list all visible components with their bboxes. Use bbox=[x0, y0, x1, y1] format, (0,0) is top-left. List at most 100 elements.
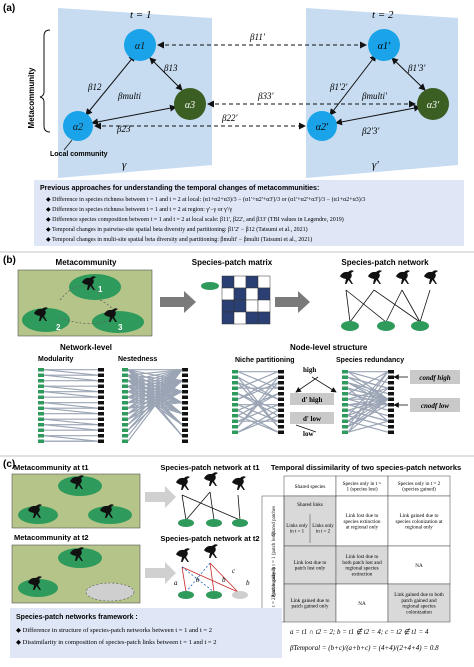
edge-23 bbox=[91, 104, 177, 126]
node-alpha1p bbox=[368, 29, 400, 61]
alpha2p-label: α2' bbox=[316, 122, 329, 133]
edge-letter-2: b bbox=[196, 576, 200, 584]
t2-bird-1 bbox=[176, 548, 190, 562]
niche-arrow-3 bbox=[295, 424, 317, 433]
net-bird-1 bbox=[340, 270, 354, 284]
table-cell-text: in t = 1 bbox=[290, 530, 305, 535]
niche-partitioning-label: Niche partitioning bbox=[235, 357, 295, 364]
bipartite-link bbox=[43, 402, 99, 409]
bipartite-left-node bbox=[122, 384, 128, 388]
bipartite-right-node bbox=[98, 428, 104, 432]
b-arrow-1 bbox=[160, 291, 196, 313]
niche-arrow-2 bbox=[311, 376, 337, 393]
b-patch-1 bbox=[69, 274, 121, 300]
alpha3p-label: α3' bbox=[427, 100, 440, 111]
matrix-cell bbox=[245, 299, 259, 313]
bipartite-right-node bbox=[388, 386, 394, 390]
approach-bullet-4: ◆ Temporal changes in pairwise-site spat… bbox=[46, 226, 308, 233]
table-cell bbox=[387, 495, 451, 547]
table-cell-text: (species gained) bbox=[402, 486, 436, 493]
modularity-label: Modularity bbox=[38, 356, 73, 363]
betamulti-label: βmulti bbox=[117, 91, 141, 101]
framework-bullet-2: ◆ Dissimilarity in composition of specie… bbox=[16, 639, 216, 646]
bipartite-right-node bbox=[98, 423, 104, 427]
b-patch-1-number: 1 bbox=[98, 285, 103, 294]
bipartite-right-node bbox=[278, 414, 284, 418]
alpha1-label: α1 bbox=[135, 41, 145, 52]
beta33p-label: β33' bbox=[257, 91, 274, 101]
matrix-cell bbox=[257, 287, 271, 301]
bipartite-link bbox=[43, 407, 99, 415]
bipartite-right-node bbox=[388, 430, 394, 434]
table-cell-text: both patch lost and bbox=[342, 560, 382, 566]
condf-box bbox=[410, 370, 460, 384]
bipartite-right-node bbox=[98, 390, 104, 394]
bipartite-link bbox=[127, 369, 183, 409]
framework-box bbox=[10, 608, 282, 658]
table-cell-text: extinction bbox=[352, 571, 373, 577]
bipartite-right-node bbox=[388, 375, 394, 379]
bipartite-link bbox=[347, 398, 389, 417]
node-alpha1 bbox=[124, 29, 156, 61]
bipartite-right-node bbox=[182, 428, 188, 432]
metacommunity-brace bbox=[39, 29, 51, 133]
bipartite-link bbox=[127, 369, 183, 420]
matrix-cell bbox=[257, 275, 271, 289]
local-community-pointer bbox=[63, 139, 73, 151]
gamma-prime-label: γ' bbox=[372, 159, 379, 171]
beta1p3p-label: β1'3' bbox=[407, 63, 426, 73]
table-row-header: Patches only in t = 1 (patch lost) bbox=[272, 532, 277, 597]
t2-patch-2 bbox=[206, 591, 222, 599]
bipartite-left-node bbox=[38, 368, 44, 372]
t1-label: t = 1 bbox=[130, 9, 151, 21]
framework-title: Species-patch networks framework : bbox=[16, 614, 138, 621]
bipartite-link bbox=[43, 369, 99, 376]
node-level-title: Node-level structure bbox=[290, 343, 368, 352]
bipartite-link bbox=[347, 398, 389, 433]
meta-t2-title: Metacommunity at t2 bbox=[14, 533, 89, 542]
bipartite-left-node bbox=[232, 397, 238, 401]
bipartite-right-node bbox=[98, 373, 104, 377]
approach-bullet-2: ◆ Difference in species richness between… bbox=[46, 206, 233, 213]
net-t2-title: Species-patch network at t2 bbox=[160, 534, 259, 543]
beta2p3p-label: β2'3' bbox=[361, 126, 380, 136]
panel-b-label: (b) bbox=[3, 255, 16, 266]
bipartite-left-node bbox=[122, 373, 128, 377]
bipartite-link bbox=[127, 369, 183, 387]
bipartite-left-node bbox=[122, 368, 128, 372]
bipartite-right-node bbox=[182, 373, 188, 377]
bipartite-left-node bbox=[232, 392, 238, 396]
net-t1 bbox=[176, 472, 248, 527]
bipartite-left-node bbox=[122, 412, 128, 416]
bipartite-right-node bbox=[278, 397, 284, 401]
net-patch-1 bbox=[341, 321, 359, 331]
panel-a-label: (a) bbox=[3, 3, 15, 14]
node-alpha3p bbox=[417, 88, 449, 120]
bipartite-left-node bbox=[342, 386, 348, 390]
t1-bird-3 bbox=[232, 476, 246, 490]
table-cell bbox=[387, 583, 451, 623]
niche-diagram bbox=[232, 370, 284, 434]
approaches-list: ◆ Difference in species richness between… bbox=[46, 196, 365, 243]
panel-b: (b) Metacommunity 1 2 3 Species-patch ma… bbox=[3, 255, 460, 443]
nestedness-diagram bbox=[122, 368, 188, 443]
table-cell-text: Shared species bbox=[295, 484, 326, 490]
table-cell bbox=[335, 545, 389, 585]
matrix-cell bbox=[233, 299, 247, 313]
bipartite-right-node bbox=[182, 368, 188, 372]
bipartite-right-node bbox=[278, 430, 284, 434]
bipartite-left-node bbox=[342, 375, 348, 379]
bipartite-link bbox=[127, 369, 183, 415]
bipartite-right-node bbox=[388, 403, 394, 407]
bipartite-left-node bbox=[342, 370, 348, 374]
bipartite-right-node bbox=[182, 434, 188, 438]
formula-2: βTemporal = (b+c)/(a+b+c) = (4+4)/(2+4+4… bbox=[289, 644, 439, 652]
bipartite-right-node bbox=[98, 412, 104, 416]
table-cell-text: colonization bbox=[406, 609, 432, 615]
panel-c-label: (c) bbox=[3, 459, 15, 470]
edge-2p3p bbox=[335, 104, 421, 126]
bipartite-left-node bbox=[38, 412, 44, 416]
network-level-title: Network-level bbox=[60, 343, 112, 352]
table-cell-text: Link gained due to both bbox=[394, 592, 444, 598]
table-cell-text: NA bbox=[358, 601, 366, 607]
